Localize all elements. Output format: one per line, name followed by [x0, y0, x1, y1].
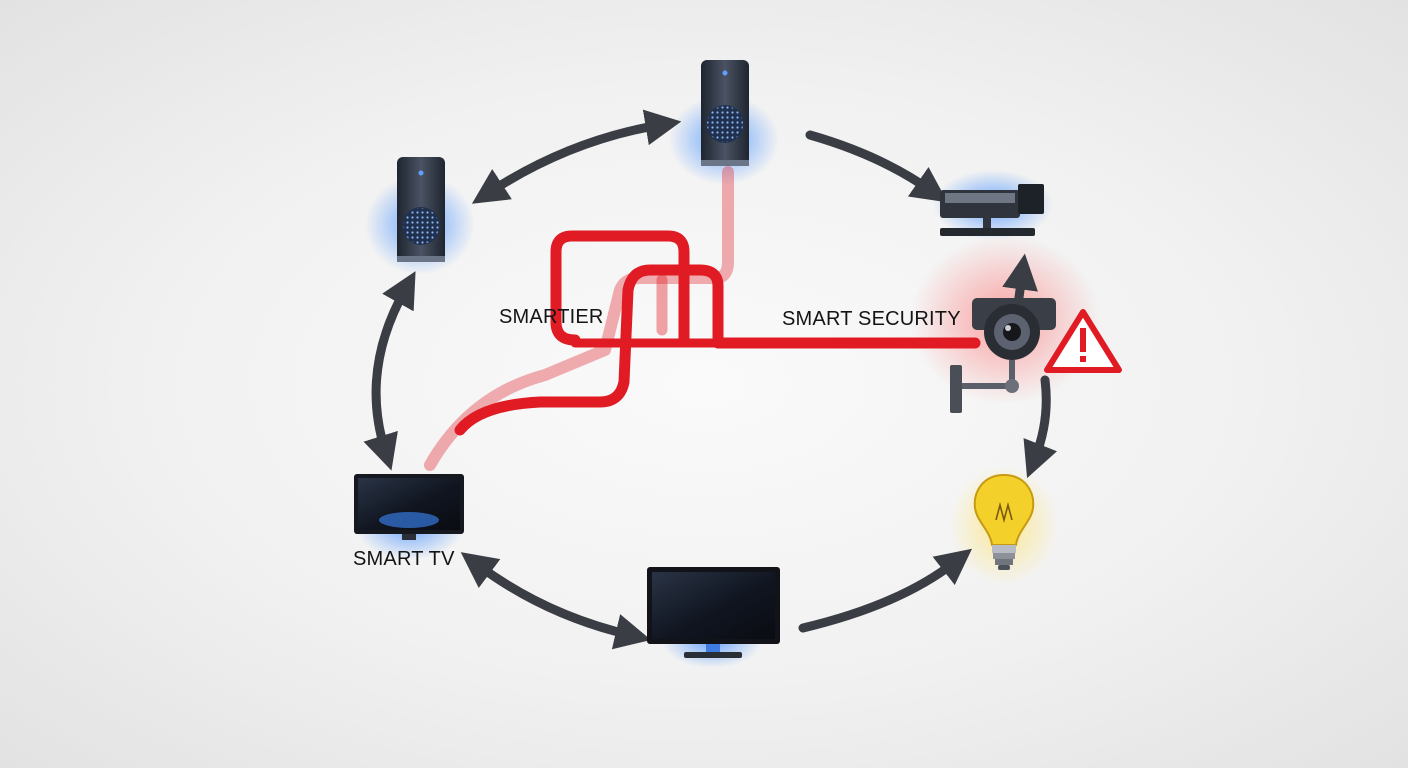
arrow-speaker-left-to-tv — [363, 271, 416, 471]
monitor-icon — [647, 567, 780, 658]
projector-icon — [940, 184, 1044, 236]
arrow-tv-to-monitor — [460, 552, 652, 650]
smart-speaker-icon — [397, 157, 445, 262]
threat-lines — [424, 166, 981, 471]
arrow-speaker-left-to-speaker-top — [471, 109, 682, 204]
warning-triangle-icon — [1044, 309, 1122, 373]
label-smartier: SMARTIER — [499, 306, 604, 328]
smart-speaker-icon — [701, 60, 749, 166]
label-smart-tv: SMART TV — [353, 548, 455, 570]
threat-line-main — [454, 264, 981, 436]
cycle-arrows — [363, 109, 1058, 650]
light-bulb-icon — [973, 473, 1035, 570]
arrow-camera-to-bulb — [1023, 375, 1058, 479]
arrow-speaker-top-to-projector — [805, 130, 948, 203]
arrow-monitor-to-bulb — [798, 548, 973, 633]
threat-line-loop — [550, 230, 690, 346]
smart-tv-icon — [354, 474, 464, 540]
security-camera-icon — [950, 298, 1056, 413]
label-smart-security: SMART SECURITY — [782, 308, 961, 330]
